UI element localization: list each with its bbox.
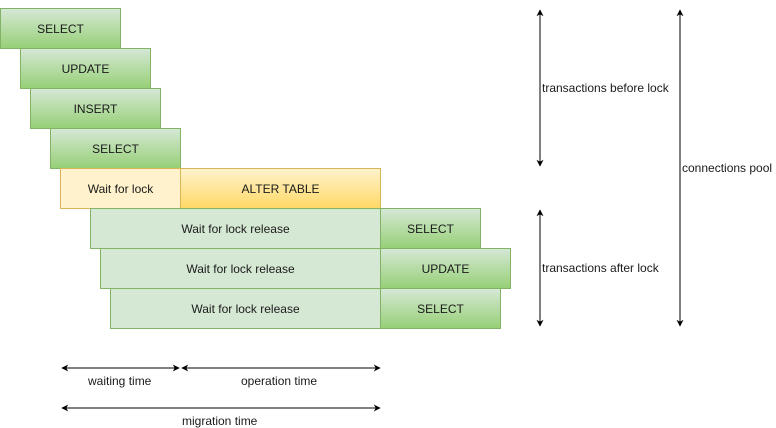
migration-time-label: migration time bbox=[182, 414, 258, 428]
block-label: SELECT bbox=[407, 221, 454, 236]
before-tx-select-1: SELECT bbox=[0, 8, 121, 49]
after-tx-update: UPDATE bbox=[380, 248, 511, 289]
block-label: ALTER TABLE bbox=[241, 181, 320, 196]
block-label: SELECT bbox=[92, 141, 139, 156]
operation-time-label: operation time bbox=[241, 374, 318, 388]
block-label: INSERT bbox=[73, 101, 118, 116]
alter-table-block: ALTER TABLE bbox=[180, 168, 381, 209]
after-tx-wait-3: Wait for lock release bbox=[110, 288, 381, 329]
block-label: SELECT bbox=[37, 21, 84, 36]
after-tx-select-2: SELECT bbox=[380, 288, 501, 329]
wait-for-lock-block: Wait for lock bbox=[60, 168, 181, 209]
block-label: UPDATE bbox=[421, 261, 470, 276]
before-tx-insert: INSERT bbox=[30, 88, 161, 129]
connections-pool-label: connections pool bbox=[682, 161, 773, 175]
block-label: Wait for lock release bbox=[186, 261, 295, 276]
block-label: UPDATE bbox=[61, 61, 110, 76]
block-label: Wait for lock release bbox=[181, 221, 290, 236]
block-label: SELECT bbox=[417, 301, 464, 316]
waiting-time-label: waiting time bbox=[88, 374, 152, 388]
transactions-after-lock-label: transactions after lock bbox=[542, 261, 659, 275]
block-label: Wait for lock release bbox=[191, 301, 300, 316]
after-tx-wait-2: Wait for lock release bbox=[100, 248, 381, 289]
block-label: Wait for lock bbox=[87, 181, 154, 196]
after-tx-select-1: SELECT bbox=[380, 208, 481, 249]
after-tx-wait-1: Wait for lock release bbox=[90, 208, 381, 249]
transactions-before-lock-label: transactions before lock bbox=[542, 81, 669, 95]
